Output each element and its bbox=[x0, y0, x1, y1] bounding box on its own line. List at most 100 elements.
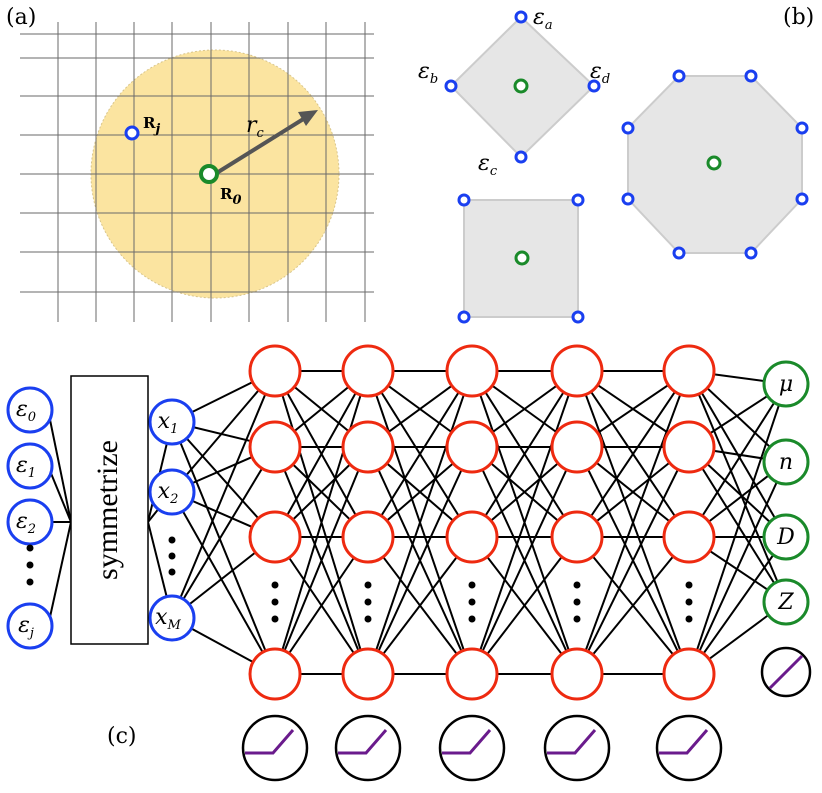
ellipsis-dot bbox=[364, 615, 372, 623]
feature-subscript: 2 bbox=[169, 492, 178, 507]
hidden-node bbox=[445, 647, 499, 701]
input-node-label: ε2 bbox=[16, 509, 36, 537]
feature-symbol: x bbox=[158, 479, 171, 504]
diamond-node-c bbox=[514, 150, 528, 164]
ellipsis-dot bbox=[168, 552, 176, 560]
edge bbox=[171, 446, 276, 619]
edge bbox=[688, 383, 787, 675]
octagon-node bbox=[621, 121, 635, 135]
hidden-node bbox=[662, 420, 716, 474]
octagon-center-node bbox=[706, 155, 722, 171]
output-node bbox=[762, 513, 810, 561]
edge bbox=[688, 446, 787, 603]
feature-node-label: x2 bbox=[158, 479, 179, 507]
ellipsis-dot bbox=[168, 536, 176, 544]
relu-activation-curve bbox=[442, 729, 492, 755]
input-node bbox=[6, 498, 54, 546]
relu-activation-curve bbox=[338, 729, 388, 755]
square-center-node bbox=[514, 250, 530, 266]
ellipsis-dot bbox=[468, 581, 476, 589]
edge bbox=[367, 536, 473, 675]
edge bbox=[47, 465, 72, 523]
input-node bbox=[6, 442, 54, 490]
octagon-nodes bbox=[621, 69, 809, 260]
edge bbox=[688, 383, 787, 538]
diamond-label-d: εd bbox=[590, 59, 610, 87]
relu-activation-curve bbox=[245, 729, 295, 755]
output-node-label: μ bbox=[779, 372, 793, 397]
output-node bbox=[762, 438, 810, 486]
activation-icons bbox=[241, 714, 723, 782]
ellipsis-dot bbox=[573, 615, 581, 623]
hidden-node bbox=[248, 344, 302, 398]
edge bbox=[367, 370, 473, 675]
hidden-node bbox=[341, 510, 395, 564]
input-node bbox=[6, 602, 54, 650]
feature-subscript: 1 bbox=[170, 422, 178, 437]
hidden-node bbox=[662, 647, 716, 701]
input-subscript: 2 bbox=[27, 522, 36, 537]
input-symbol: ε bbox=[16, 509, 28, 534]
square-plaquette bbox=[463, 199, 579, 318]
feature-node bbox=[148, 594, 196, 642]
cutoff-radius-label: rc bbox=[246, 113, 265, 141]
octagon-node bbox=[744, 69, 758, 83]
ellipsis-dot bbox=[468, 598, 476, 606]
hidden-node bbox=[341, 344, 395, 398]
input-symbol: ε bbox=[16, 397, 28, 422]
edge bbox=[576, 370, 690, 538]
square-node bbox=[457, 310, 471, 324]
relu-activation-icon bbox=[241, 714, 309, 782]
hidden-node bbox=[550, 344, 604, 398]
feature-node-label: xM bbox=[155, 605, 181, 633]
input-subscript: j bbox=[27, 626, 34, 641]
edge bbox=[274, 370, 369, 538]
ellipsis-dot bbox=[271, 615, 279, 623]
arrow-head bbox=[298, 110, 318, 126]
edge bbox=[367, 370, 473, 538]
hidden-node bbox=[445, 344, 499, 398]
hidden-node bbox=[248, 510, 302, 564]
output-node bbox=[762, 578, 810, 626]
ellipsis-dot bbox=[364, 598, 372, 606]
ellipsis-dot bbox=[573, 598, 581, 606]
center-site-node bbox=[199, 164, 219, 184]
panel-label-a: (a) bbox=[6, 5, 36, 30]
ellipsis-dot bbox=[271, 598, 279, 606]
cutoff-radius-arrow bbox=[213, 116, 307, 176]
panel-label-b: (b) bbox=[783, 5, 814, 30]
hidden-node bbox=[662, 344, 716, 398]
hidden-node bbox=[341, 420, 395, 474]
ellipsis-dot bbox=[26, 578, 34, 586]
diamond-center-node bbox=[513, 78, 529, 94]
ellipsis-dot bbox=[271, 581, 279, 589]
output-node-label: D bbox=[776, 525, 795, 550]
linear-activation-curve bbox=[768, 654, 804, 690]
edge bbox=[576, 370, 690, 675]
octagon-node bbox=[795, 121, 809, 135]
panel-label-c: (c) bbox=[107, 724, 137, 749]
octagon-node bbox=[672, 69, 686, 83]
input-node bbox=[6, 386, 54, 434]
hidden-node bbox=[550, 510, 604, 564]
diamond-label-b: εb bbox=[418, 59, 438, 87]
relu-activation-curve bbox=[547, 729, 597, 755]
ellipsis-dot bbox=[168, 568, 176, 576]
diamond-node-a bbox=[514, 10, 528, 24]
edge bbox=[367, 446, 473, 675]
edge bbox=[171, 421, 276, 675]
ellipsis-dot bbox=[685, 581, 693, 589]
relu-activation-icon bbox=[334, 714, 402, 782]
square-node bbox=[457, 193, 471, 207]
feature-symbol: x bbox=[158, 409, 171, 434]
edge bbox=[576, 536, 690, 675]
output-node-label: n bbox=[779, 450, 793, 475]
input-subscript: 1 bbox=[28, 466, 36, 481]
octagon-node bbox=[744, 246, 758, 260]
center-site-label: R0 bbox=[220, 185, 242, 208]
output-node-label: Z bbox=[777, 590, 794, 615]
edge bbox=[274, 370, 369, 675]
edge bbox=[576, 446, 690, 675]
